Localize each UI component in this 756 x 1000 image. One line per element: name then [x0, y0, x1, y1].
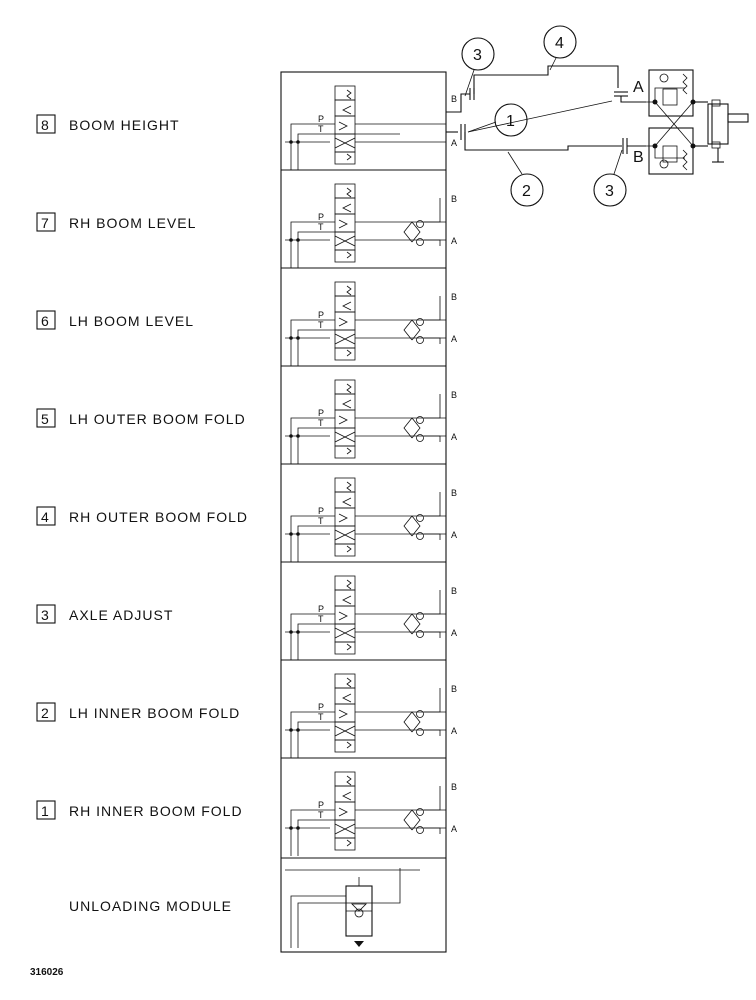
port-a-label: A: [451, 236, 457, 246]
port-a-label: A: [451, 138, 457, 148]
port-b-label: B: [451, 586, 457, 596]
callout-number: 3: [473, 47, 482, 64]
valve-section: PT: [285, 85, 446, 170]
port-a-label: A: [451, 726, 457, 736]
section-number-box: [36, 310, 56, 330]
section-number: 6: [41, 313, 49, 329]
section-number-box: [36, 408, 56, 428]
callout-circle: [461, 37, 495, 71]
figure-id: 316026: [30, 967, 64, 978]
callout-number: 4: [555, 35, 564, 52]
section-name: LH BOOM LEVEL: [69, 313, 194, 329]
port-b-label: B: [451, 194, 457, 204]
section-name: BOOM HEIGHT: [69, 117, 180, 133]
port-b-label: B: [451, 684, 457, 694]
port-t-label: T: [318, 320, 324, 330]
callout-number: 3: [605, 183, 614, 200]
callout-circle: [510, 173, 544, 207]
section-number: 8: [41, 117, 49, 133]
cylinder-body: [707, 103, 729, 145]
section-number: 1: [41, 803, 49, 819]
boom-height-cylinder-circuit: B A A B 3 4 1 2 3: [446, 25, 749, 207]
port-t-label: T: [318, 418, 324, 428]
port-p-label: P: [318, 800, 324, 810]
section-name: LH OUTER BOOM FOLD: [69, 411, 246, 427]
section-name: RH OUTER BOOM FOLD: [69, 509, 248, 525]
port-b-label: B: [451, 292, 457, 302]
port-a-label: A: [451, 824, 457, 834]
section-name: LH INNER BOOM FOLD: [69, 705, 240, 721]
cylinder-port-b: B: [633, 149, 644, 166]
port-p-label: P: [318, 702, 324, 712]
section-number-box: [36, 604, 56, 624]
section-label: 7 RH BOOM LEVEL: [36, 212, 196, 232]
port-a-label: A: [451, 628, 457, 638]
port-a-label: A: [451, 432, 457, 442]
port-b-label: B: [451, 94, 457, 104]
section-number-box: [36, 506, 56, 526]
port-t-label: T: [318, 810, 324, 820]
valve-section: PT B A: [281, 365, 457, 464]
section-number: 2: [41, 705, 49, 721]
section-number-box: [36, 212, 56, 232]
section-label: 2 LH INNER BOOM FOLD: [36, 702, 240, 722]
valve-section: PT B A: [281, 659, 457, 758]
section-label: 3 AXLE ADJUST: [36, 604, 173, 624]
port-a-label: A: [451, 334, 457, 344]
port-a-label: A: [451, 530, 457, 540]
section-number: 5: [41, 411, 49, 427]
port-p-label: P: [318, 310, 324, 320]
port-t-label: T: [318, 614, 324, 624]
port-p-label: P: [318, 408, 324, 418]
port-p-label: P: [318, 604, 324, 614]
port-b-label: B: [451, 390, 457, 400]
valve-section: PT B A: [281, 463, 457, 562]
section-number: 3: [41, 607, 49, 623]
section-number-box: [36, 800, 56, 820]
port-b-label: B: [451, 488, 457, 498]
callout-number: 2: [522, 183, 531, 200]
section-label: 4 RH OUTER BOOM FOLD: [36, 506, 248, 526]
section-labels: 8 BOOM HEIGHT 7 RH BOOM LEVEL 6 LH BOOM LEVEL…: [36, 114, 248, 820]
callout-circle: [543, 25, 577, 59]
section-number-box: [36, 702, 56, 722]
valve-section: PT B A: [281, 169, 457, 268]
valve-section: PT B A: [281, 757, 457, 856]
port-t-label: T: [318, 124, 324, 134]
section-label: 6 LH BOOM LEVEL: [36, 310, 194, 330]
unloading-module-label: UNLOADING MODULE: [69, 898, 232, 914]
valve-section: PT B A: [281, 267, 457, 366]
port-p-label: P: [318, 506, 324, 516]
section-label: 5 LH OUTER BOOM FOLD: [36, 408, 246, 428]
callout-number: 1: [506, 113, 515, 130]
port-t-label: T: [318, 222, 324, 232]
cylinder-port-a: A: [633, 79, 644, 96]
section-number-box: [36, 114, 56, 134]
section-label: 1 RH INNER BOOM FOLD: [36, 800, 243, 820]
port-b-label: B: [451, 782, 457, 792]
section-name: AXLE ADJUST: [69, 607, 173, 623]
port-t-label: T: [318, 516, 324, 526]
callout-circle: [494, 103, 528, 137]
port-p-label: P: [318, 114, 324, 124]
valve-section: PT B A: [281, 561, 457, 660]
callout-circle: [593, 173, 627, 207]
port-p-label: P: [318, 212, 324, 222]
section-name: RH INNER BOOM FOLD: [69, 803, 243, 819]
port-t-label: T: [318, 712, 324, 722]
section-label: 8 BOOM HEIGHT: [36, 114, 180, 134]
section-number: 7: [41, 215, 49, 231]
section-number: 4: [41, 509, 49, 525]
section-name: RH BOOM LEVEL: [69, 215, 196, 231]
unloading-module: UNLOADING MODULE: [69, 857, 446, 948]
